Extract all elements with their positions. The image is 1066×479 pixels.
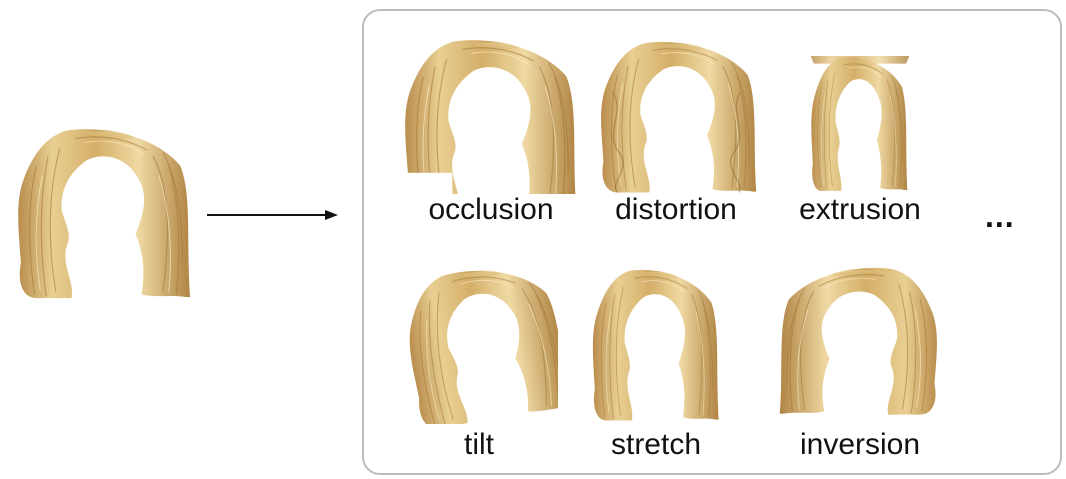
source-hair-image	[17, 127, 192, 302]
hair-inversion-image	[778, 266, 938, 418]
hair-extrusion-image	[786, 56, 934, 194]
label-occlusion: occlusion	[404, 193, 578, 227]
label-stretch: stretch	[580, 428, 732, 462]
label-tilt: tilt	[404, 428, 554, 462]
more-variants-ellipsis: ...	[985, 198, 1015, 235]
label-distortion: distortion	[596, 193, 756, 227]
arrow-right-icon	[207, 207, 339, 223]
hair-distortion-image	[600, 40, 758, 196]
hair-tilt-image	[404, 268, 558, 424]
hair-occlusion-image	[404, 38, 578, 194]
label-inversion: inversion	[774, 428, 946, 462]
label-extrusion: extrusion	[780, 193, 940, 227]
hair-stretch-image	[592, 268, 720, 424]
